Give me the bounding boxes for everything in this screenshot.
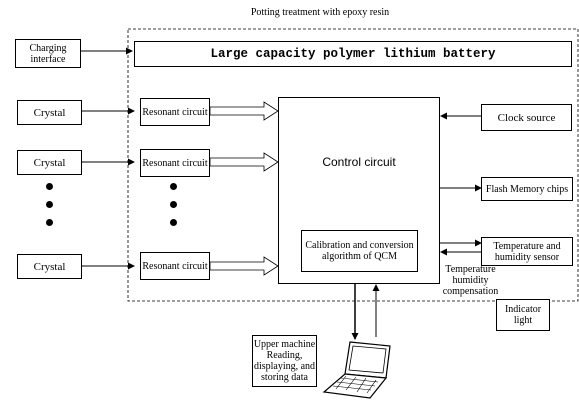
ellipsis-dot <box>46 201 53 208</box>
resonant-circuit-box: Resonant circuit <box>140 98 210 126</box>
battery-box: Large capacity polymer lithium battery <box>134 41 572 67</box>
resonant-circuit-box: Resonant circuit <box>140 252 210 280</box>
resonant-circuit-box: Resonant circuit <box>140 149 210 177</box>
temperature-compensation-label: Temperature humidity compensation <box>442 264 499 297</box>
crystal-box: Crystal <box>17 150 82 175</box>
flash-memory-box: Flash Memory chips <box>481 177 573 201</box>
laptop-icon <box>322 341 391 399</box>
crystal-box: Crystal <box>17 254 82 279</box>
indicator-light-box: Indicator light <box>496 299 550 331</box>
hollow-arrow <box>209 256 279 276</box>
crystal-box: Crystal <box>17 100 82 125</box>
calibration-box: Calibration and conversion algorithm of … <box>301 230 418 272</box>
ellipsis-dot <box>170 201 177 208</box>
ellipsis-dot <box>46 219 53 226</box>
ellipsis-dot <box>170 183 177 190</box>
ellipsis-dot <box>170 219 177 226</box>
potting-label: Potting treatment with epoxy resin <box>250 7 390 18</box>
hollow-arrow <box>209 152 279 172</box>
temperature-sensor-box: Temperature and humidity sensor <box>481 237 573 266</box>
hollow-arrow <box>209 101 279 121</box>
control-circuit-label: Control circuit <box>322 155 396 169</box>
charging-interface-box: Charging interface <box>15 39 81 68</box>
clock-source-box: Clock source <box>481 104 572 131</box>
upper-machine-box: Upper machine Reading, displaying, and s… <box>252 335 317 387</box>
ellipsis-dot <box>46 183 53 190</box>
